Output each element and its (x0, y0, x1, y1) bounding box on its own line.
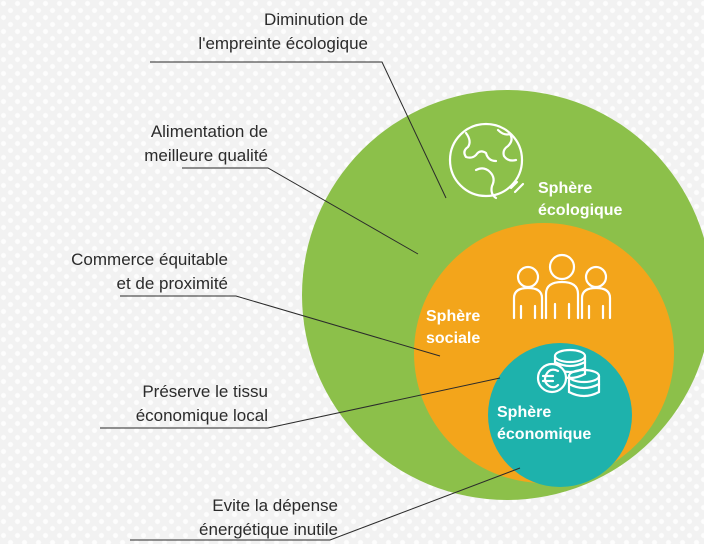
people-icon (512, 253, 612, 320)
sphere-title-sociale: Sphère sociale (426, 306, 480, 350)
sphere-title-line: Sphère (426, 308, 481, 325)
label-line: Alimentation de (150, 122, 268, 141)
globe-icon (448, 122, 525, 200)
label-line: et de proximité (116, 274, 229, 293)
label-line: Diminution de (264, 10, 368, 29)
label-alimentation: Alimentation de meilleure qualité (0, 120, 268, 168)
label-line: énergétique inutile (199, 520, 338, 539)
sphere-title-line: économique (497, 426, 592, 443)
sphere-title-line: écologique (538, 202, 623, 219)
sphere-title-line: Sphère (497, 404, 552, 421)
label-commerce-equitable: Commerce équitable et de proximité (0, 248, 228, 296)
leader-line-4 (100, 377, 501, 429)
sphere-title-line: sociale (426, 330, 481, 347)
sphere-title-economique: Sphère économique (497, 402, 591, 446)
label-line: économique local (135, 406, 268, 425)
leader-line-1 (150, 61, 447, 199)
label-tissu-economique: Préserve le tissu économique local (0, 380, 268, 428)
label-line: Commerce équitable (71, 250, 228, 269)
sphere-title-ecologique: Sphère écologique (538, 178, 622, 222)
label-depense-energetique: Evite la dépense énergétique inutile (18, 494, 338, 542)
sphere-title-line: Sphère (538, 180, 593, 197)
label-line: meilleure qualité (144, 146, 268, 165)
euro-coins-icon (536, 348, 601, 398)
leader-line-5 (130, 467, 521, 541)
leader-line-2 (182, 167, 419, 255)
leader-line-3 (120, 295, 441, 357)
label-line: Evite la dépense (212, 496, 338, 515)
label-diminution-empreinte: Diminution de l'empreinte écologique (48, 8, 368, 56)
label-line: l'empreinte écologique (198, 34, 368, 53)
label-line: Préserve le tissu (142, 382, 268, 401)
